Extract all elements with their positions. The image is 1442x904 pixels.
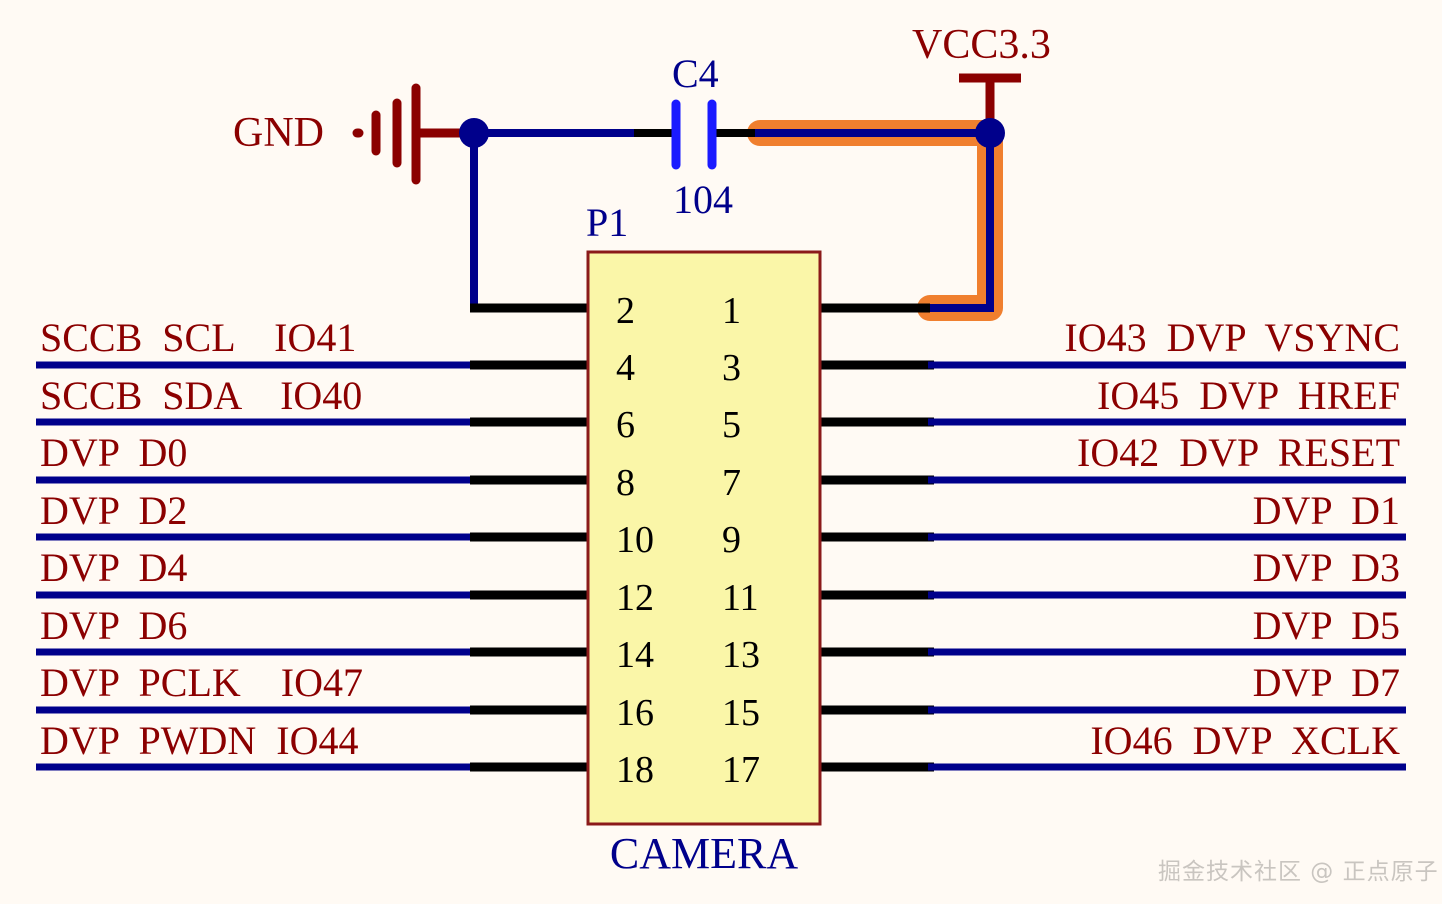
capacitor-ref-label: C4 xyxy=(672,51,719,96)
net-label-left-pin14: DVP PCLK IO47 xyxy=(40,660,363,705)
pin-number-5: 5 xyxy=(722,404,741,446)
ic-body-camera-connector xyxy=(586,250,822,826)
pin-number-7: 7 xyxy=(722,462,741,504)
vcc-label: VCC3.3 xyxy=(912,22,1051,68)
net-label-left-pin10: DVP D4 xyxy=(40,545,188,590)
pin-number-17: 17 xyxy=(722,749,760,791)
capacitor-value-label: 104 xyxy=(673,177,733,222)
pin-number-10: 10 xyxy=(616,519,654,561)
right-net-wires xyxy=(820,360,1406,772)
net-label-left-pin12: DVP D6 xyxy=(40,603,188,648)
net-label-right-pin3: IO45 DVP HREF xyxy=(1097,373,1400,418)
gnd-symbol xyxy=(352,83,479,185)
net-label-left-pin4: SCCB SDA IO40 xyxy=(40,373,363,418)
watermark-text: 掘金技术社区 @ 正点原子 xyxy=(1158,859,1439,885)
pin-number-8: 8 xyxy=(616,462,635,504)
net-label-right-pin7: DVP D1 xyxy=(1252,488,1400,533)
pin-number-9: 9 xyxy=(722,519,741,561)
junction-dot-gnd xyxy=(459,118,489,148)
net-label-right-pin11: DVP D5 xyxy=(1252,603,1400,648)
net-label-left-pin16: DVP PWDN IO44 xyxy=(40,718,359,763)
net-label-right-pin5: IO42 DVP RESET xyxy=(1077,430,1400,475)
net-label-left-pin6: DVP D0 xyxy=(40,430,188,475)
pin-number-3: 3 xyxy=(722,347,741,389)
net-label-right-pin9: DVP D3 xyxy=(1252,545,1400,590)
pin-number-18: 18 xyxy=(616,749,654,791)
pin-number-12: 12 xyxy=(616,577,654,619)
pin-number-16: 16 xyxy=(616,692,654,734)
net-label-right-pin15: IO46 DVP XCLK xyxy=(1090,718,1400,763)
net-label-right-pin13: DVP D7 xyxy=(1252,660,1400,705)
connector-name-label: CAMERA xyxy=(609,829,799,878)
pin-number-6: 6 xyxy=(616,404,635,446)
junction-dot-vcc xyxy=(975,118,1005,148)
pin-number-4: 4 xyxy=(616,347,635,389)
net-label-right-pin1: IO43 DVP VSYNC xyxy=(1064,315,1400,360)
pin-number-11: 11 xyxy=(722,577,759,619)
net-label-left-pin8: DVP D2 xyxy=(40,488,188,533)
capacitor-c4-plates xyxy=(671,99,717,170)
pin-number-1: 1 xyxy=(722,290,741,332)
connector-ref-label: P1 xyxy=(586,200,629,245)
gnd-label: GND xyxy=(233,110,324,156)
left-net-wires xyxy=(36,360,588,772)
pin-number-2: 2 xyxy=(616,290,635,332)
net-label-left-pin2: SCCB SCL IO41 xyxy=(40,315,357,360)
pin-number-14: 14 xyxy=(616,634,654,676)
pin-number-13: 13 xyxy=(722,634,760,676)
pin-number-15: 15 xyxy=(722,692,760,734)
